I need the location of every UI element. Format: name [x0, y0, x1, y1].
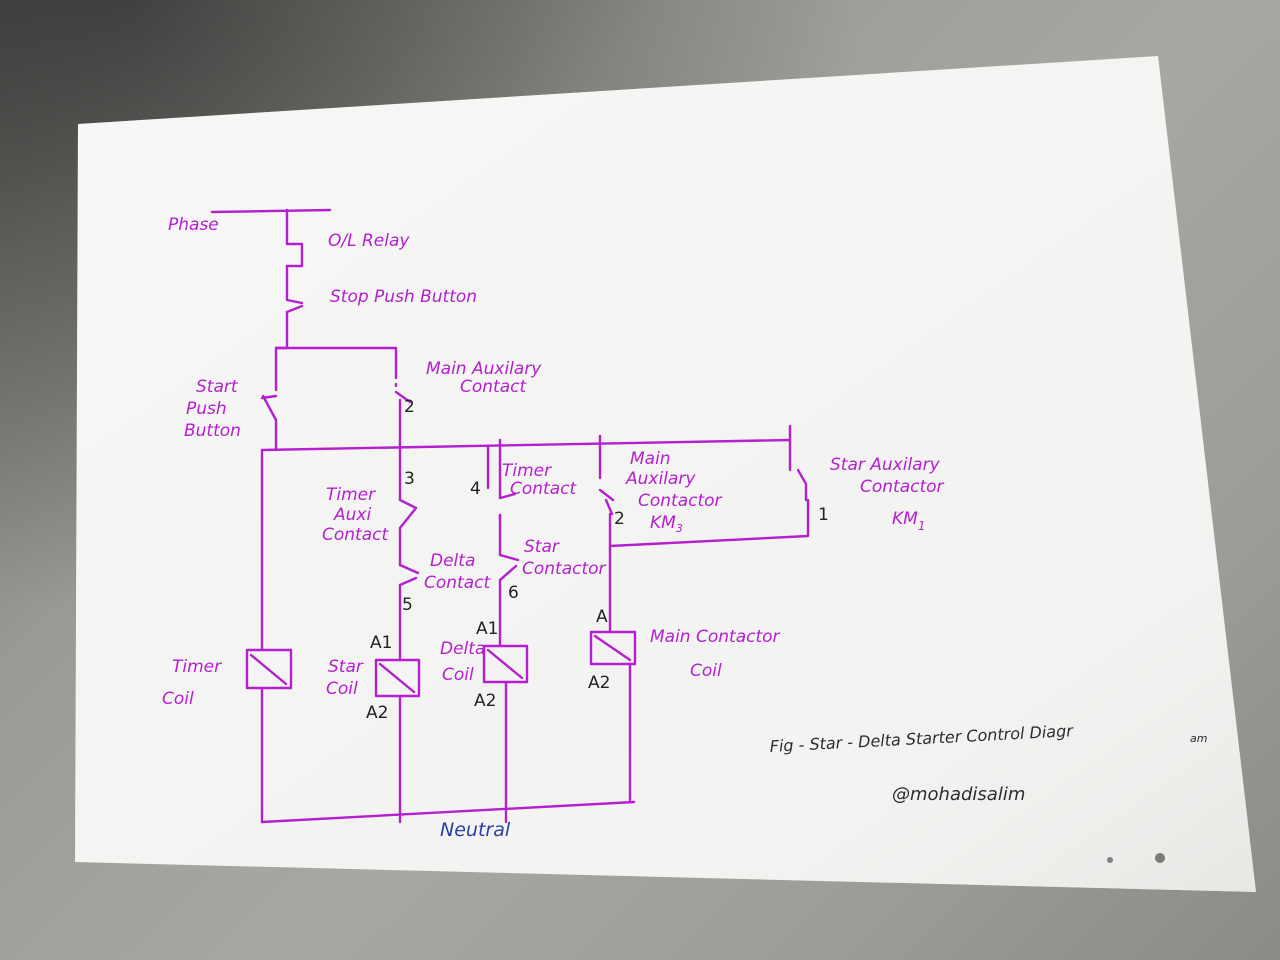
timer-coil-diagonal — [249, 653, 288, 686]
terminal-2-main-aux: 2 — [404, 397, 415, 417]
star-contactor-symbol — [498, 553, 520, 582]
phase-label: Phase — [168, 215, 219, 235]
timer-coil-label-1: Timer — [172, 657, 222, 677]
main-contactor-coil-label-2: Coil — [690, 661, 722, 681]
timer-contact-label-2: Contact — [510, 479, 577, 499]
component-labels: Phase O/L Relay Stop Push Button Start P… — [162, 215, 945, 841]
timer-coil-symbol — [245, 648, 293, 690]
terminal-a2-main: A2 — [588, 673, 610, 693]
star-contactor-label-1: Star — [524, 537, 560, 557]
main-aux-contactor-label-4: KM3 — [650, 513, 683, 535]
stop-push-button-symbol — [285, 264, 304, 350]
ol-relay-symbol — [285, 242, 304, 268]
terminal-a-main: A — [596, 607, 608, 627]
main-aux-contactor-label-3: Contactor — [638, 491, 723, 511]
main-aux-contact-label-1: Main Auxilary — [426, 359, 542, 379]
start-push-button-label-3: Button — [184, 421, 241, 441]
stop-push-button-label: Stop Push Button — [330, 287, 477, 307]
terminal-2-km3: 2 — [614, 509, 625, 529]
start-push-button-symbol — [260, 394, 278, 452]
star-coil-label-1: Star — [328, 657, 364, 677]
terminal-3: 3 — [404, 469, 415, 489]
terminal-a1-delta: A1 — [476, 619, 498, 639]
timer-aux-contact-label-2: Auxi — [333, 505, 371, 525]
timer-contact-label-1: Timer — [502, 461, 552, 481]
main-contactor-coil-symbol — [589, 630, 637, 666]
timer-aux-contact-label-3: Contact — [322, 525, 389, 545]
start-branch-left — [274, 346, 289, 392]
main-contactor-coil-label-1: Main Contactor — [650, 627, 781, 647]
neutral-label: Neutral — [440, 819, 511, 841]
start-push-button-label-1: Start — [196, 377, 239, 397]
main-coil-diagonal — [593, 634, 632, 662]
main-aux-contact-label-2: Contact — [460, 377, 527, 397]
top-branch — [274, 346, 398, 380]
star-coil-symbol — [374, 658, 421, 698]
terminal-4: 4 — [470, 479, 481, 499]
start-push-button-label-2: Push — [186, 399, 227, 419]
author-signature: @mohadisalim — [892, 784, 1025, 805]
neutral-bus — [260, 800, 636, 824]
delta-coil-label-2: Coil — [442, 665, 474, 685]
star-aux-contactor-symbol — [796, 468, 808, 502]
km1-link — [608, 498, 810, 548]
terminal-6: 6 — [508, 583, 519, 603]
main-aux-contactor-symbol — [598, 488, 615, 516]
terminal-a2-star: A2 — [366, 703, 388, 723]
ol-relay-label: O/L Relay — [328, 231, 410, 251]
timer-aux-contact-symbol — [398, 498, 418, 530]
delta-contact-label-1: Delta — [430, 551, 475, 571]
control-bus — [260, 438, 792, 452]
main-aux-contact-symbol — [394, 382, 412, 452]
main-aux-contactor-label-2: Auxilary — [625, 469, 696, 489]
terminal-numbers: 2 3 4 5 6 2 1 A1 A2 A1 A2 A A2 — [366, 397, 829, 723]
phase-line — [210, 208, 332, 214]
star-contactor-label-2: Contactor — [522, 559, 607, 579]
timer-aux-contact-label-1: Timer — [326, 485, 376, 505]
paper-shade — [75, 56, 1256, 892]
star-aux-contactor-label-1: Star Auxilary — [830, 455, 941, 475]
delta-contact-label-2: Contact — [424, 573, 491, 593]
terminal-1-km1: 1 — [818, 505, 829, 525]
delta-coil-diagonal — [486, 648, 524, 680]
main-aux-contactor-label-1: Main — [630, 449, 671, 469]
star-aux-contactor-label-3: KM1 — [892, 509, 925, 533]
figure-caption-continued: am — [1190, 732, 1207, 745]
star-coil-diagonal — [378, 662, 416, 694]
terminal-a1-star: A1 — [370, 633, 392, 653]
star-coil-label-2: Coil — [326, 679, 358, 699]
terminal-a2-delta: A2 — [474, 691, 496, 711]
star-aux-contactor-label-2: Contactor — [860, 477, 945, 497]
wiring — [210, 208, 810, 824]
timer-coil-label-2: Coil — [162, 689, 194, 709]
paper-debris — [1107, 853, 1165, 863]
terminal-5: 5 — [402, 595, 413, 615]
delta-coil-label-1: Delta — [440, 639, 485, 659]
delta-contact-symbol — [398, 563, 420, 587]
